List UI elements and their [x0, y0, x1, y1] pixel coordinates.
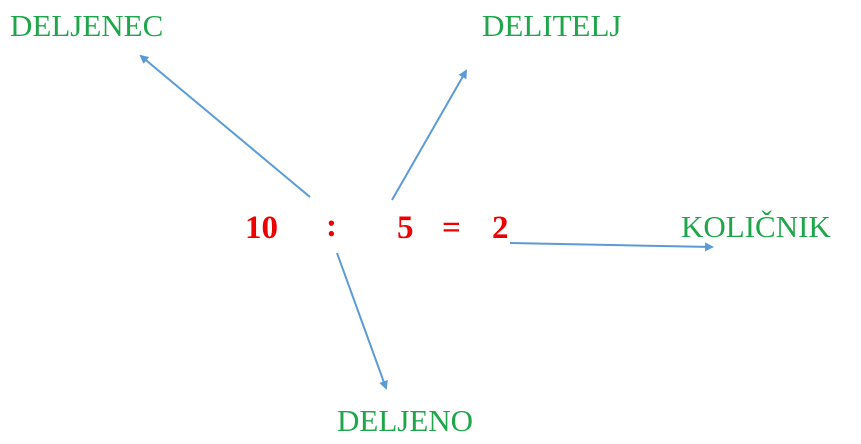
- label-deljenec: DELJENEC: [10, 8, 164, 43]
- equation-divisor: 5: [397, 210, 414, 246]
- arrow-to-delitelj: [391, 69, 467, 201]
- equation-division-sign: :: [326, 208, 337, 244]
- label-delitelj: DELITELJ: [482, 8, 622, 43]
- equation-equals-sign: =: [442, 210, 461, 246]
- label-deljeno: DELJENO: [337, 403, 474, 438]
- arrow-to-kolicnik: [509, 242, 714, 252]
- equation-dividend: 10: [245, 210, 278, 246]
- label-kolicnik: KOLIČNIK: [681, 209, 831, 244]
- equation-result: 2: [492, 210, 509, 246]
- arrow-to-deljenec: [139, 54, 311, 198]
- arrow-to-deljeno: [336, 252, 388, 390]
